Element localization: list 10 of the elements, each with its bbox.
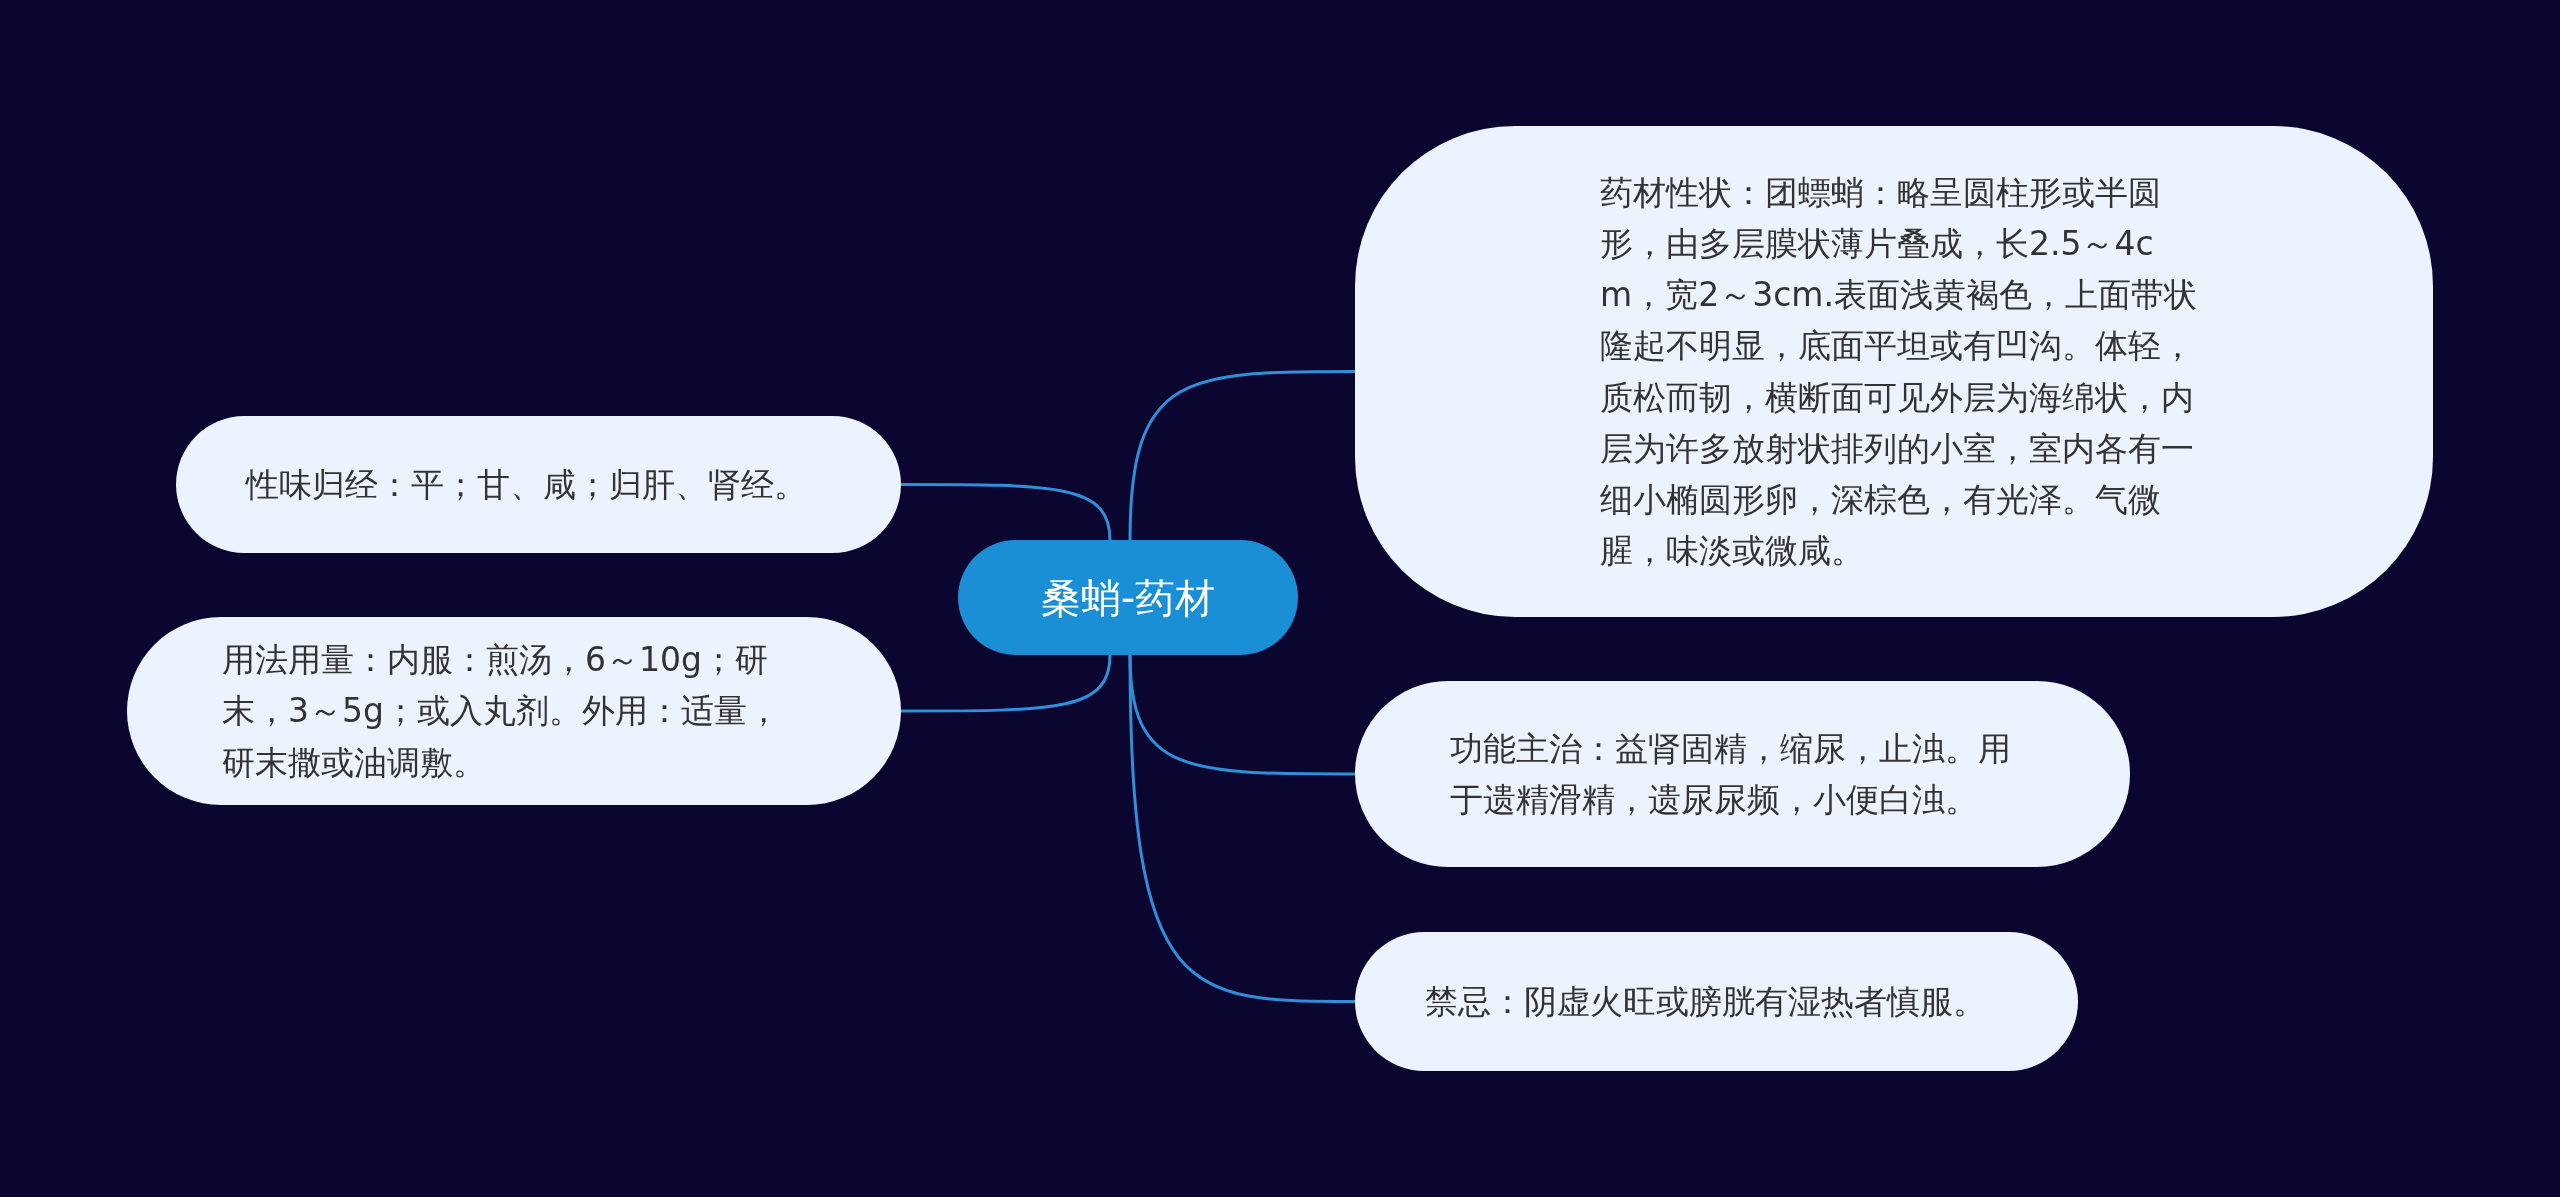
node-text: 性味归经：平；甘、咸；归肝、肾经。 bbox=[246, 463, 808, 506]
node-text: 桑蛸-药材 bbox=[1040, 573, 1216, 622]
connector-line bbox=[901, 483, 1112, 541]
connector-line bbox=[1128, 370, 1355, 541]
connector-line bbox=[901, 654, 1112, 713]
node-text: 用法用量：内服：煎汤，6～10g；研末，3～5g；或入丸剂。外用：适量，研末撒或油调敷。 bbox=[222, 639, 781, 784]
node-text: 功能主治：益肾固精，缩尿，止浊。用于遗精滑精，遗尿尿频，小便白浊。 bbox=[1450, 727, 2012, 821]
node-text: 药材性状：团螵蛸：略呈圆柱形或半圆形，由多层膜状薄片叠成，长2.5～4cm，宽2～3cm.表面浅黄褐色，上面带状隆起不明显，底面平坦或有凹沟。体轻，质松而韧，横断面可见外层为海绵状，内层为许多放射状排列的小室，室内各有一细小椭圆形卵，深棕色，有光泽。气微腥，味淡或微咸。 bbox=[1600, 171, 2198, 572]
node-text: 禁忌：阴虚火旺或膀胱有湿热者慎服。 bbox=[1425, 980, 1987, 1023]
connector-line bbox=[1128, 654, 1355, 1003]
